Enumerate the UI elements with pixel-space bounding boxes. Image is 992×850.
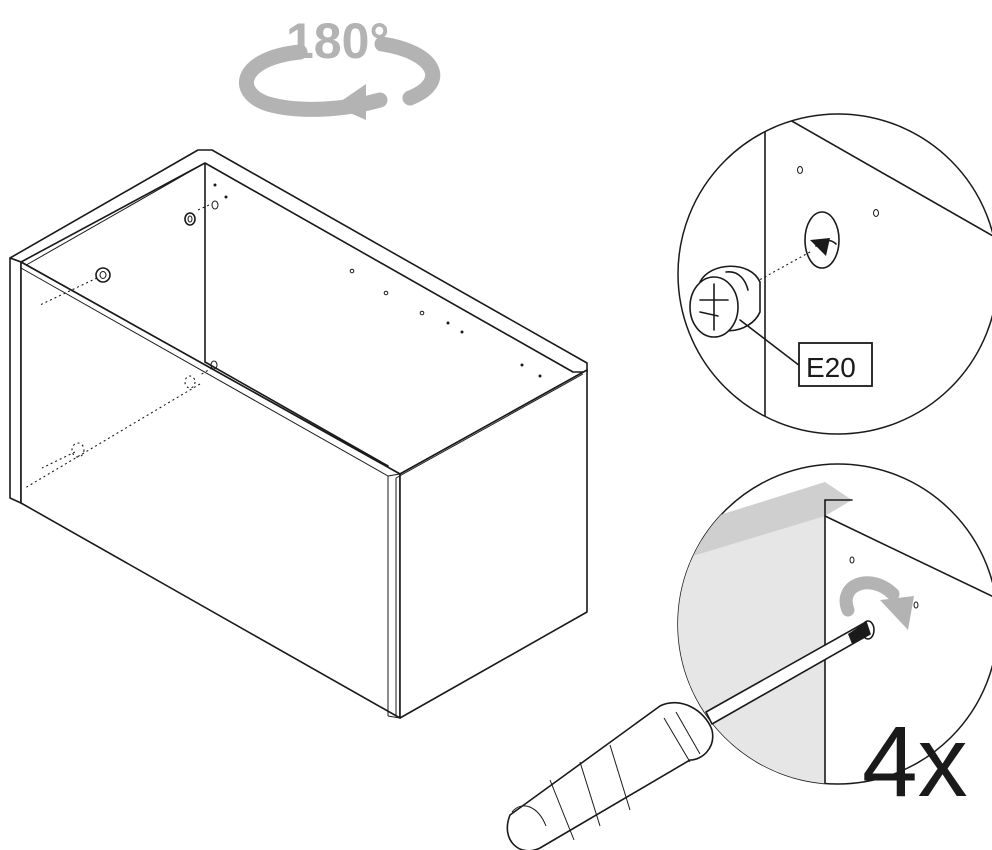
detail-circle-bottom: 4x (506, 463, 992, 850)
detail-circle-top: E20 (677, 113, 992, 435)
cam-lock-icon (689, 265, 761, 338)
part-label: E20 (806, 352, 856, 383)
part-label-box (798, 342, 873, 387)
quantity-label: 4x (862, 706, 968, 818)
clockwise-arrow-icon (839, 576, 914, 630)
screwdriver-icon (506, 621, 871, 850)
rotation-label: 180° (286, 13, 389, 69)
cabinet-box (9, 149, 588, 719)
dowel-holes (213, 183, 542, 378)
rotate-180-arrow-icon: 180° (239, 13, 441, 120)
cam-lock-icon (71, 200, 219, 458)
